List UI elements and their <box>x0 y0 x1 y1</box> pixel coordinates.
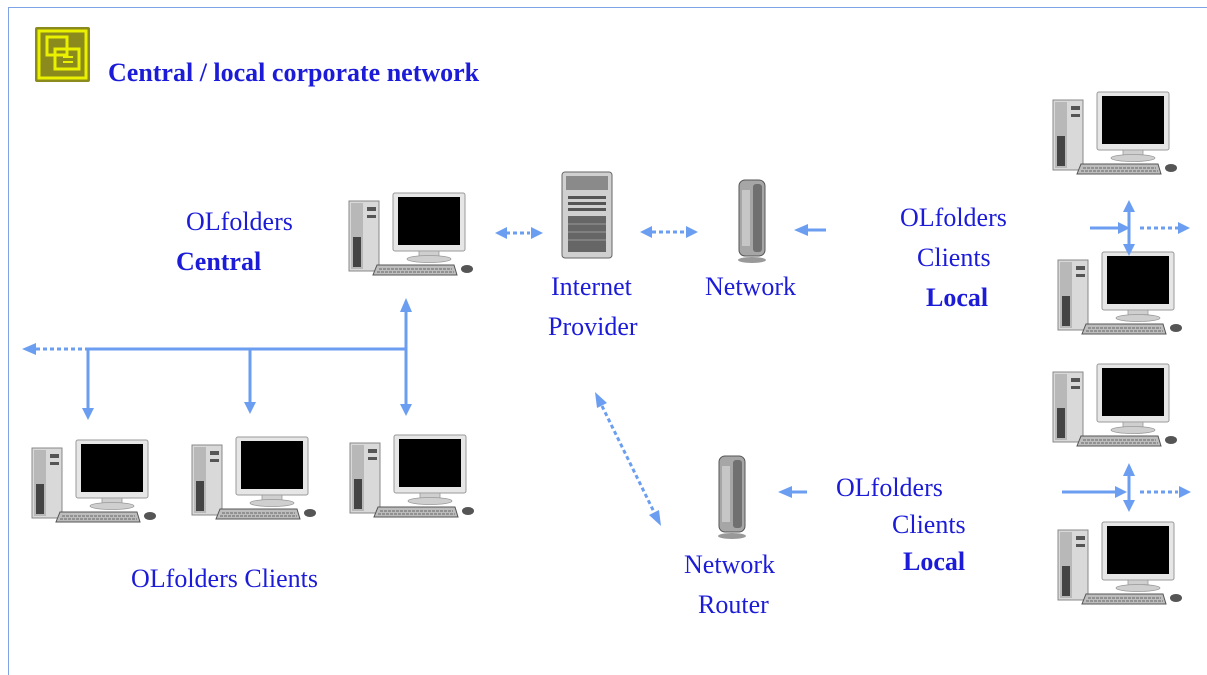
connection-arrows <box>22 200 1191 526</box>
page-title: Central / local corporate network <box>108 58 480 87</box>
clients-local-bottom-label-line3: Local <box>903 547 966 576</box>
clients-local-bottom-label-line2: Clients <box>892 510 966 539</box>
central-label-line1: OLfolders <box>186 207 293 236</box>
local-bottom-computer-1-icon <box>1052 363 1178 447</box>
internet-provider-label-line2: Provider <box>548 312 638 341</box>
clients-local-top-label-line1: OLfolders <box>900 203 1007 232</box>
clients-local-top-label-line3: Local <box>926 283 989 312</box>
local-top-computer-2-icon <box>1057 251 1183 335</box>
local-top-computer-1-icon <box>1052 91 1178 175</box>
olfolders-logo-icon <box>35 27 90 82</box>
clients-local-top-label-line2: Clients <box>917 243 991 272</box>
central-computer-icon <box>348 192 474 276</box>
network-label: Network <box>705 272 796 301</box>
frame-left-border <box>8 7 9 675</box>
network-device-icon <box>737 179 767 264</box>
central-label-line2: Central <box>176 247 262 276</box>
internet-provider-label-line1: Internet <box>551 272 632 301</box>
client-computer-2-icon <box>191 436 317 520</box>
local-bottom-computer-2-icon <box>1057 521 1183 605</box>
network-router-label-line2: Router <box>698 590 769 619</box>
client-computer-3-icon <box>349 434 475 518</box>
clients-local-bottom-label-line1: OLfolders <box>836 473 943 502</box>
clients-bottom-label: OLfolders Clients <box>131 564 319 593</box>
internet-provider-server-icon <box>561 171 613 259</box>
client-computer-1-icon <box>31 439 157 523</box>
network-router-label-line1: Network <box>684 550 775 579</box>
network-router-device-icon <box>717 455 747 540</box>
frame-top-border <box>8 7 1207 8</box>
